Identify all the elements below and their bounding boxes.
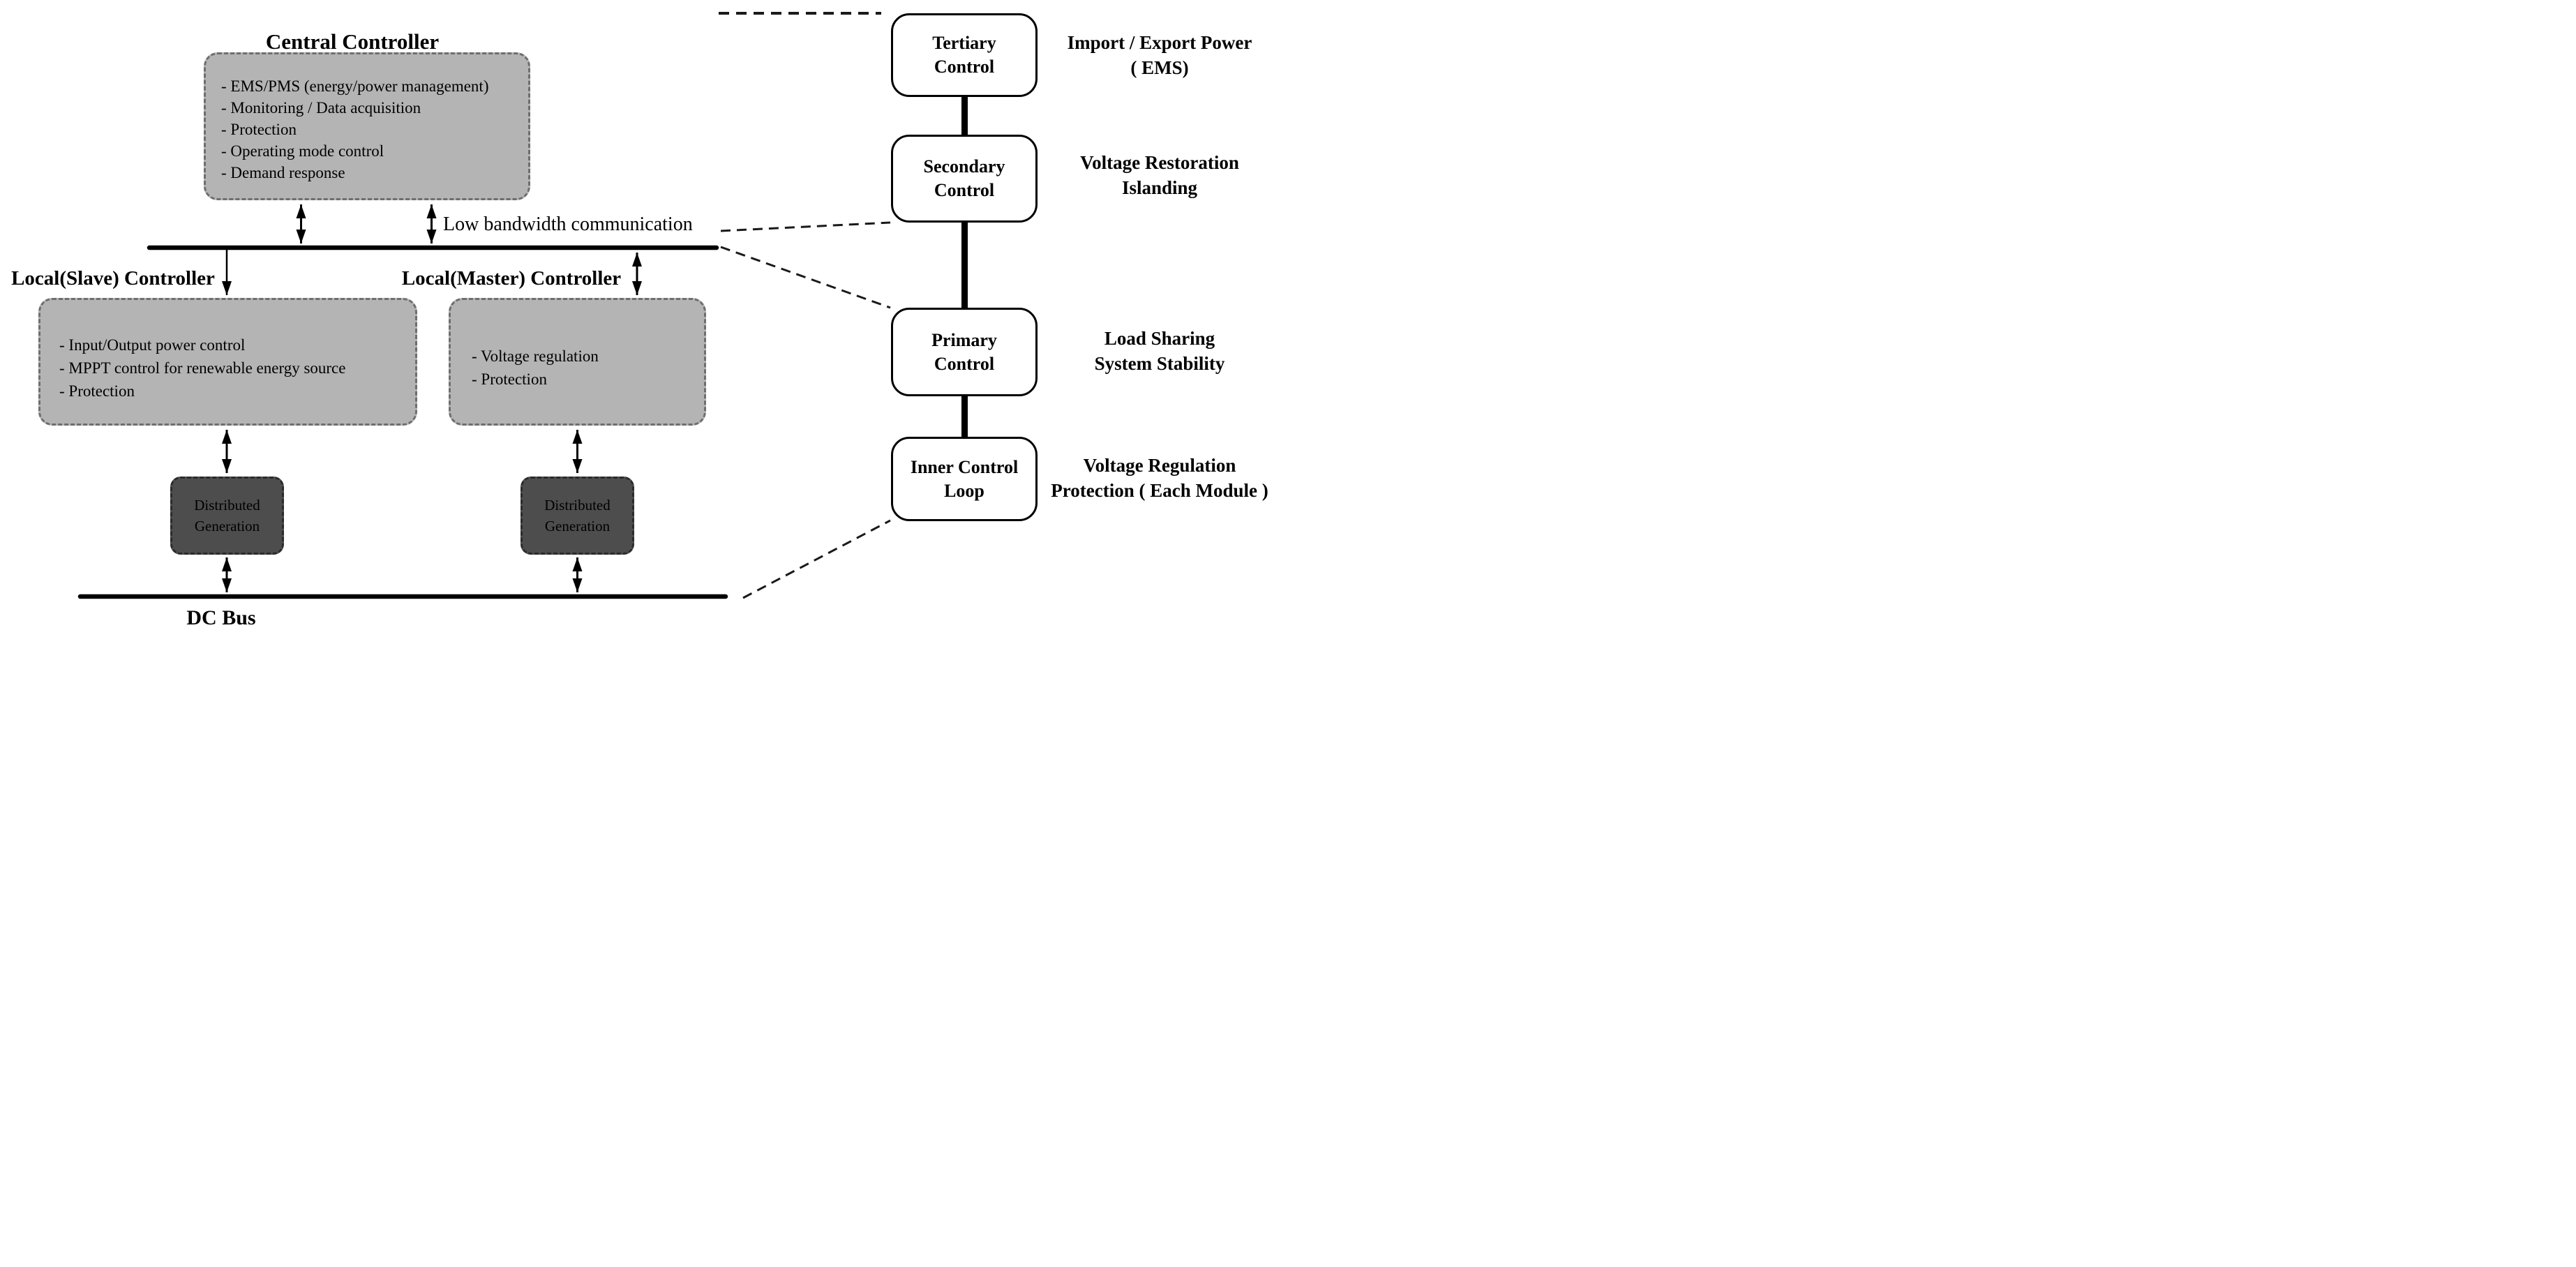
slave-item: - MPPT control for renewable energy sour… — [59, 359, 346, 377]
secondary-desc: Voltage Restoration Islanding — [1033, 150, 1287, 200]
master-controller-title: Local(Master) Controller — [401, 267, 622, 290]
dg-left-line1: Distributed — [194, 497, 260, 513]
central-item: - EMS/PMS (energy/power management) — [221, 77, 489, 95]
slave-item: - Input/Output power control — [59, 336, 246, 354]
secondary-label-line1: Secondary — [923, 156, 1005, 177]
central-item: - Operating mode control — [221, 142, 384, 160]
bus-secondary-dash — [720, 221, 891, 232]
primary-desc-line2: System Stability — [1094, 353, 1225, 374]
slave-controller-title: Local(Slave) Controller — [11, 267, 215, 290]
dg-left-line2: Generation — [194, 518, 260, 534]
secondary-desc-line2: Islanding — [1121, 177, 1198, 198]
master-item: - Protection — [472, 370, 547, 388]
secondary-label-line2: Control — [934, 180, 995, 200]
low-bandwidth-label: Low bandwidth communication — [443, 213, 693, 235]
tertiary-desc-line2: ( EMS) — [1130, 57, 1189, 78]
master-controller-box: - Voltage regulation - Protection — [449, 298, 706, 426]
central-item: - Demand response — [221, 164, 345, 181]
slave-item: - Protection — [59, 382, 135, 400]
primary-label-line1: Primary — [931, 329, 997, 350]
central-controller-title: Central Controller — [265, 29, 440, 54]
tertiary-desc-line1: Import / Export Power — [1067, 32, 1252, 53]
primary-label-line2: Control — [934, 353, 995, 374]
central-item: - Monitoring / Data acquisition — [221, 99, 421, 117]
secondary-control-box: Secondary Control — [891, 135, 1038, 223]
inner-desc: Voltage Regulation Protection ( Each Mod… — [1033, 453, 1287, 503]
inner-desc-line1: Voltage Regulation — [1083, 455, 1236, 476]
primary-desc-line1: Load Sharing — [1104, 328, 1215, 349]
secondary-desc-line1: Voltage Restoration — [1080, 152, 1239, 173]
master-item: - Voltage regulation — [472, 347, 599, 365]
microgrid-control-diagram: Central Controller - EMS/PMS (energy/pow… — [0, 0, 1288, 634]
bus-primary-dash — [720, 246, 891, 309]
tertiary-label-line2: Control — [934, 57, 995, 77]
inner-control-loop-box: Inner Control Loop — [891, 437, 1038, 521]
central-controller-box: - EMS/PMS (energy/power management) - Mo… — [204, 52, 530, 200]
inner-label-line1: Inner Control — [910, 456, 1019, 477]
tertiary-control-box: Tertiary Control — [891, 13, 1038, 97]
central-item: - Protection — [221, 121, 297, 138]
dcbus-inner-dash — [742, 519, 891, 599]
tertiary-label-line1: Tertiary — [932, 33, 996, 53]
distributed-generation-left-box: Distributed Generation — [170, 477, 284, 555]
inner-desc-line2: Protection ( Each Module ) — [1051, 480, 1268, 501]
distributed-generation-right-box: Distributed Generation — [521, 477, 634, 555]
slave-controller-box: - Input/Output power control - MPPT cont… — [38, 298, 417, 426]
primary-desc: Load Sharing System Stability — [1033, 326, 1287, 376]
primary-control-box: Primary Control — [891, 308, 1038, 396]
dg-right-line2: Generation — [544, 518, 611, 534]
dg-right-line1: Distributed — [544, 497, 611, 513]
inner-label-line2: Loop — [944, 480, 984, 501]
tertiary-desc: Import / Export Power ( EMS) — [1033, 30, 1287, 80]
dc-bus-label: DC Bus — [186, 606, 256, 629]
